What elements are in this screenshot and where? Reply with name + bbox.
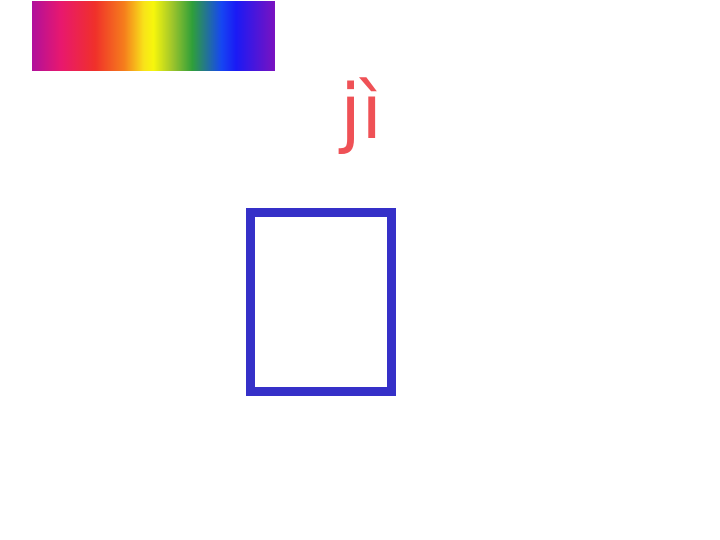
pinyin-label: jì [340, 67, 383, 156]
character-box [246, 208, 396, 396]
rainbow-color-bar [32, 1, 275, 71]
